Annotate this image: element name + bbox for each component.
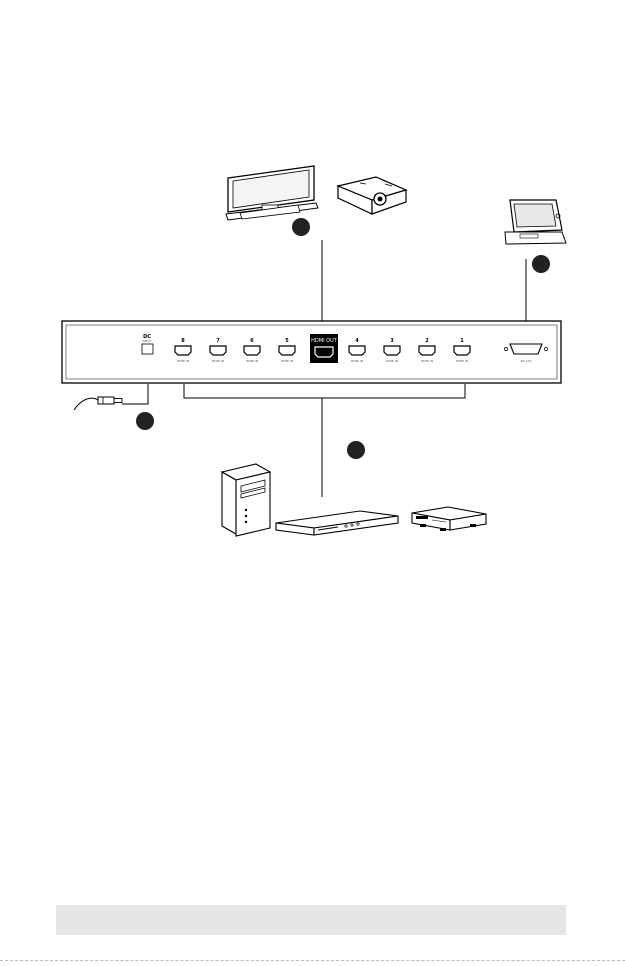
tower-computer-icon [222,464,270,536]
port-label: HDMI IN [281,359,293,363]
port-number: 1 [460,338,464,344]
port-label: HDMI IN [456,359,468,363]
step-badge-1 [347,441,365,459]
port-number: 4 [355,338,359,344]
port-label: HDMI IN [386,359,398,363]
step-badge-3 [136,412,154,430]
power-adapter-icon [74,397,122,410]
flat-panel-display-icon [226,166,318,220]
port-number: 2 [425,338,429,344]
projector-icon [338,177,406,214]
footer-bar [56,905,566,935]
port-label: HDMI IN [177,359,189,363]
touch-panel-icon [505,200,566,244]
port-number: 5 [285,338,289,344]
port-number: 8 [181,338,185,344]
port-number: 6 [250,338,254,344]
step-badge-5 [532,255,550,273]
port-label: HDMI IN [421,359,433,363]
output-label: HDMI OUT [311,338,338,344]
port-label: HDMI IN [212,359,224,363]
port-number: 3 [390,338,394,344]
media-player-icon [276,511,398,535]
power-sub-label: INPUT [143,339,152,343]
set-top-box-icon [412,507,486,531]
power-cable-line [122,384,148,404]
serial-label: RS-232 [521,359,532,363]
page-bottom-edge [0,960,625,966]
hdmi-output-port[interactable]: HDMI OUT [310,334,338,363]
port-label: HDMI IN [351,359,363,363]
port-label: HDMI IN [246,359,258,363]
step-badge-2 [292,218,310,236]
port-number: 7 [216,338,220,344]
input-bracket-line [184,384,465,398]
